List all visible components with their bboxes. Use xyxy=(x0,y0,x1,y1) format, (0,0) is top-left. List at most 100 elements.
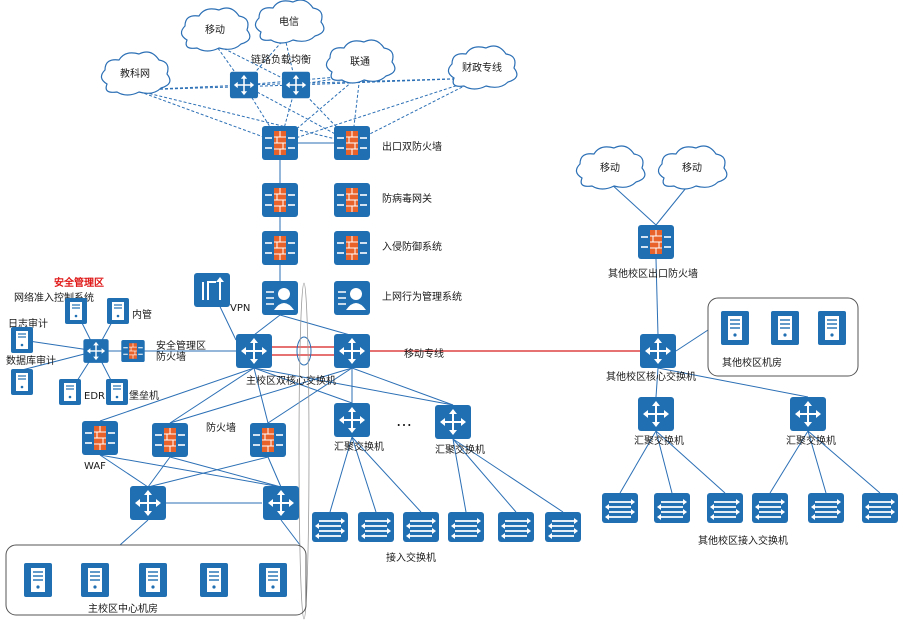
main-core-switch-2-icon xyxy=(333,333,371,369)
security-zone-firewall-label-line: 安全管理区 xyxy=(156,339,206,352)
access-switch-3-icon xyxy=(402,511,440,543)
dc-server-1-icon xyxy=(23,562,53,598)
branch-server-3-icon xyxy=(817,310,847,346)
main-core-switch-1-icon xyxy=(235,333,273,369)
dc-server-4-icon xyxy=(199,562,229,598)
mobile-line-label: 移动专线 xyxy=(404,347,444,360)
access-switch-2-icon xyxy=(357,511,395,543)
branch-firewall-label: 其他校区出口防火墙 xyxy=(608,267,698,280)
edr-label: EDR xyxy=(84,391,105,402)
nac-server-icon xyxy=(64,297,88,325)
waf-label: WAF xyxy=(84,461,106,472)
dc-server-3-icon xyxy=(138,562,168,598)
intranet-server-icon xyxy=(106,297,130,325)
branch-room-label: 其他校区机房 xyxy=(722,356,782,369)
ips-label: 入侵防御系统 xyxy=(382,240,442,253)
cloud-label: 移动 xyxy=(205,23,225,36)
aggregation-switch-1-icon xyxy=(333,402,371,438)
branch-agg-1-label: 汇聚交换机 xyxy=(634,434,684,447)
vpn-icon xyxy=(193,272,231,308)
bastion-server-icon xyxy=(105,378,129,406)
cloud-label: 移动 xyxy=(600,161,620,174)
cloud-finance: 财政专线 xyxy=(447,45,518,90)
cloud-label: 电信 xyxy=(279,15,299,28)
ellipsis-label: … xyxy=(396,411,412,430)
dc-firewall-1-icon xyxy=(151,422,189,458)
core-dual-label: 主校区双核心交换机 xyxy=(246,374,336,387)
branch-aggregation-1-icon xyxy=(637,396,675,432)
access-main-label: 接入交换机 xyxy=(386,551,436,564)
bastion-label: 堡垒机 xyxy=(129,389,159,402)
cloud-branch-mobile-2: 移动 xyxy=(657,145,728,190)
security-zone-firewall-label: 安全管理区防火墙 xyxy=(156,339,206,363)
branch-access-2-icon xyxy=(653,492,691,524)
main-datacenter-label: 主校区中心机房 xyxy=(88,602,158,615)
aggregation-2-label: 汇聚交换机 xyxy=(435,443,485,456)
log-audit-label: 日志审计 xyxy=(8,317,48,330)
branch-room-box xyxy=(707,297,859,377)
intranet-label: 内管 xyxy=(132,308,152,321)
branch-access-4-icon xyxy=(751,492,789,524)
antivirus-gateway-label: 防病毒网关 xyxy=(382,192,432,205)
security-zone-firewall-icon xyxy=(120,339,146,363)
egress-firewall-2-icon xyxy=(333,125,371,161)
main-datacenter-box xyxy=(5,544,307,616)
link-aggregation-ellipse xyxy=(296,336,312,366)
cloud-mobile: 移动 xyxy=(180,7,251,52)
dc-firewall-2-icon xyxy=(249,422,287,458)
access-switch-4-icon xyxy=(447,511,485,543)
cloud-label: 教科网 xyxy=(120,67,150,80)
security-zone-switch-icon xyxy=(82,338,110,364)
cloud-telecom: 电信 xyxy=(254,0,325,44)
cloud-label: 联通 xyxy=(350,56,370,68)
mobile-dedicated-line xyxy=(272,346,640,356)
vpn-label: VPN xyxy=(230,303,250,314)
antivirus-gateway-1-icon xyxy=(261,182,299,218)
branch-aggregation-2-icon xyxy=(789,396,827,432)
behavior-mgmt-2-icon xyxy=(333,280,371,316)
dc-core-switch-2-icon xyxy=(262,485,300,521)
cloud-unicom: 联通 xyxy=(325,39,396,84)
security-zone-title: 安全管理区 xyxy=(54,276,104,289)
cloud-edu-net: 教科网 xyxy=(100,51,171,96)
dc-firewall-label: 防火墙 xyxy=(206,421,236,434)
branch-access-3-icon xyxy=(706,492,744,524)
load-balancer-2-icon xyxy=(281,70,311,100)
link-aggregation-ellipse xyxy=(298,282,310,620)
branch-access-5-icon xyxy=(807,492,845,524)
egress-firewall-label: 出口双防火墙 xyxy=(382,140,442,153)
security-zone-firewall-label-line: 防火墙 xyxy=(156,350,186,363)
dc-core-switch-1-icon xyxy=(129,485,167,521)
access-switch-1-icon xyxy=(311,511,349,543)
dc-server-2-icon xyxy=(80,562,110,598)
branch-core-switch-icon xyxy=(639,333,677,369)
ips-1-icon xyxy=(261,230,299,266)
cloud-label: 财政专线 xyxy=(462,61,502,74)
aggregation-1-label: 汇聚交换机 xyxy=(334,440,384,453)
branch-agg-2-label: 汇聚交换机 xyxy=(786,434,836,447)
behavior-mgmt-1-icon xyxy=(261,280,299,316)
egress-firewall-1-icon xyxy=(261,125,299,161)
cloud-branch-mobile-1: 移动 xyxy=(575,145,646,190)
dc-server-5-icon xyxy=(258,562,288,598)
branch-access-6-icon xyxy=(861,492,899,524)
antivirus-gateway-2-icon xyxy=(333,182,371,218)
edr-server-icon xyxy=(58,378,82,406)
access-switch-6-icon xyxy=(544,511,582,543)
branch-server-2-icon xyxy=(770,310,800,346)
cloud-label: 移动 xyxy=(682,161,702,174)
branch-core-label: 其他校区核心交换机 xyxy=(606,370,696,383)
behavior-mgmt-label: 上网行为管理系统 xyxy=(382,290,462,303)
waf-icon xyxy=(81,420,119,456)
log-audit-server-icon xyxy=(10,326,34,354)
branch-firewall-icon xyxy=(637,224,675,260)
load-balancer-label: 链路负载均衡 xyxy=(251,53,311,66)
db-audit-label: 数据库审计 xyxy=(6,354,56,367)
load-balancer-1-icon xyxy=(229,70,259,100)
branch-access-1-icon xyxy=(601,492,639,524)
branch-server-1-icon xyxy=(720,310,750,346)
branch-access-label: 其他校区接入交换机 xyxy=(698,534,788,547)
access-switch-5-icon xyxy=(497,511,535,543)
ips-2-icon xyxy=(333,230,371,266)
